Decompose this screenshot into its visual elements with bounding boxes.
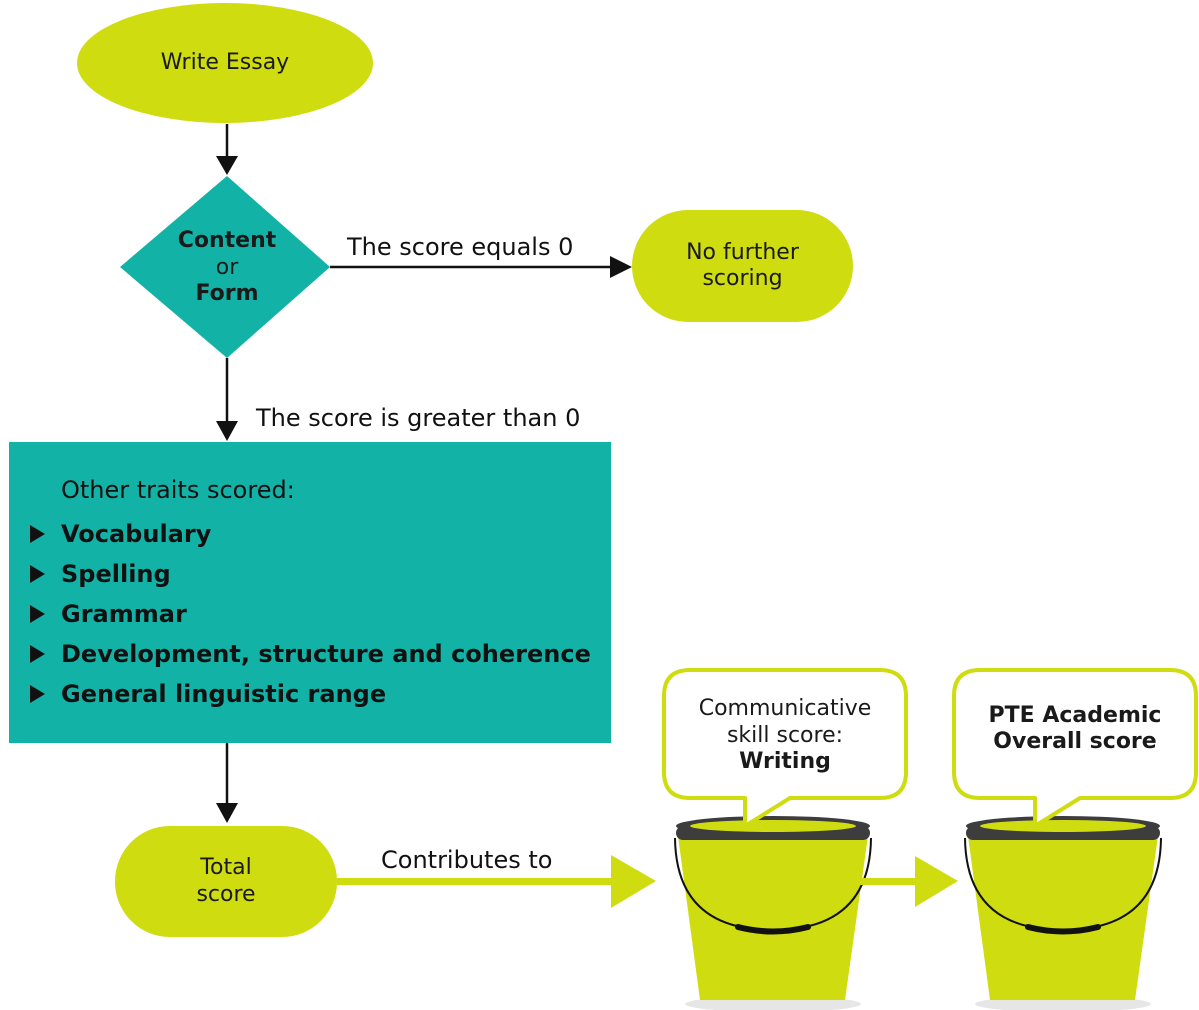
arrowhead-traits-total <box>216 803 238 823</box>
arrowhead-total-bucket1 <box>611 855 656 908</box>
bucket-overall-label: PTE Academic Overall score <box>958 694 1192 764</box>
bullet-triangle-icon <box>30 525 45 543</box>
decision-line3: Form <box>195 281 259 307</box>
trait-label: Development, structure and coherence <box>61 640 591 668</box>
trait-item: Development, structure and coherence <box>30 634 610 674</box>
arrowhead-decision-end <box>610 256 632 278</box>
traits-list: Other traits scored: Vocabulary Spelling… <box>30 476 610 714</box>
arrowhead-decision-traits <box>216 421 238 441</box>
bucket-writing-bubble <box>662 668 908 828</box>
trait-item: Spelling <box>30 554 610 594</box>
trait-item: Vocabulary <box>30 514 610 554</box>
start-ellipse <box>77 3 373 123</box>
edge-label-equals-zero: The score equals 0 <box>347 233 574 261</box>
edge-label-greater-zero: The score is greater than 0 <box>256 404 581 432</box>
traits-box <box>9 442 611 743</box>
trait-item: Grammar <box>30 594 610 634</box>
bucket-writing-label: Communicative skill score: Writing <box>668 684 902 788</box>
decision-diamond <box>120 176 330 358</box>
edge-bucket1-bucket2 <box>856 878 918 885</box>
total-score-pill <box>115 826 337 937</box>
bucket-overall-line1: PTE Academic <box>988 702 1162 728</box>
bullet-triangle-icon <box>30 565 45 583</box>
bullet-triangle-icon <box>30 605 45 623</box>
total-line1: Total <box>200 855 252 881</box>
bucket-writing-handle-grip <box>735 924 811 935</box>
trait-label: Grammar <box>61 600 187 628</box>
total-line2: score <box>196 881 256 907</box>
total-node: Total score <box>115 826 337 937</box>
trait-label: Vocabulary <box>61 520 212 548</box>
bullet-triangle-icon <box>30 645 45 663</box>
bucket-overall-line2: Overall score <box>993 729 1157 754</box>
trait-label: General linguistic range <box>61 680 387 708</box>
bucket-writing <box>674 816 872 1010</box>
bucket-writing-opening-inner <box>690 820 856 832</box>
bucket-overall-body <box>968 836 1158 1000</box>
decision-line2: or <box>215 254 239 280</box>
bullet-triangle-icon <box>30 685 45 703</box>
end-zero-line2: scoring <box>702 266 783 291</box>
arrowhead-bucket1-bucket2 <box>915 856 958 907</box>
bucket-writing-line2: skill score: <box>726 722 844 748</box>
traits-heading: Other traits scored: <box>61 476 295 504</box>
edge-label-contributes: Contributes to <box>381 846 553 874</box>
end-zero-line1: No further <box>686 239 799 265</box>
start-node-label: Write Essay <box>160 49 290 75</box>
trait-label: Spelling <box>61 560 171 588</box>
bucket-overall-bubble <box>952 668 1198 828</box>
decision-line1: Content <box>177 228 277 254</box>
edge-total-bucket1 <box>337 878 615 885</box>
bucket-writing-body <box>678 836 868 1000</box>
bucket-writing-line1: Communicative <box>698 696 872 722</box>
bucket-overall <box>964 816 1162 1010</box>
arrowhead-start-decision <box>216 156 238 175</box>
bucket-overall-opening-inner <box>980 820 1146 832</box>
bucket-writing-line3: Writing <box>739 749 831 775</box>
end-zero-pill <box>632 210 853 322</box>
decision-node: Content or Form <box>150 225 304 311</box>
start-node: Write Essay <box>77 33 373 93</box>
trait-item: General linguistic range <box>30 674 610 714</box>
bucket-overall-handle-grip <box>1025 924 1101 935</box>
end-zero-node: No further scoring <box>632 210 853 322</box>
